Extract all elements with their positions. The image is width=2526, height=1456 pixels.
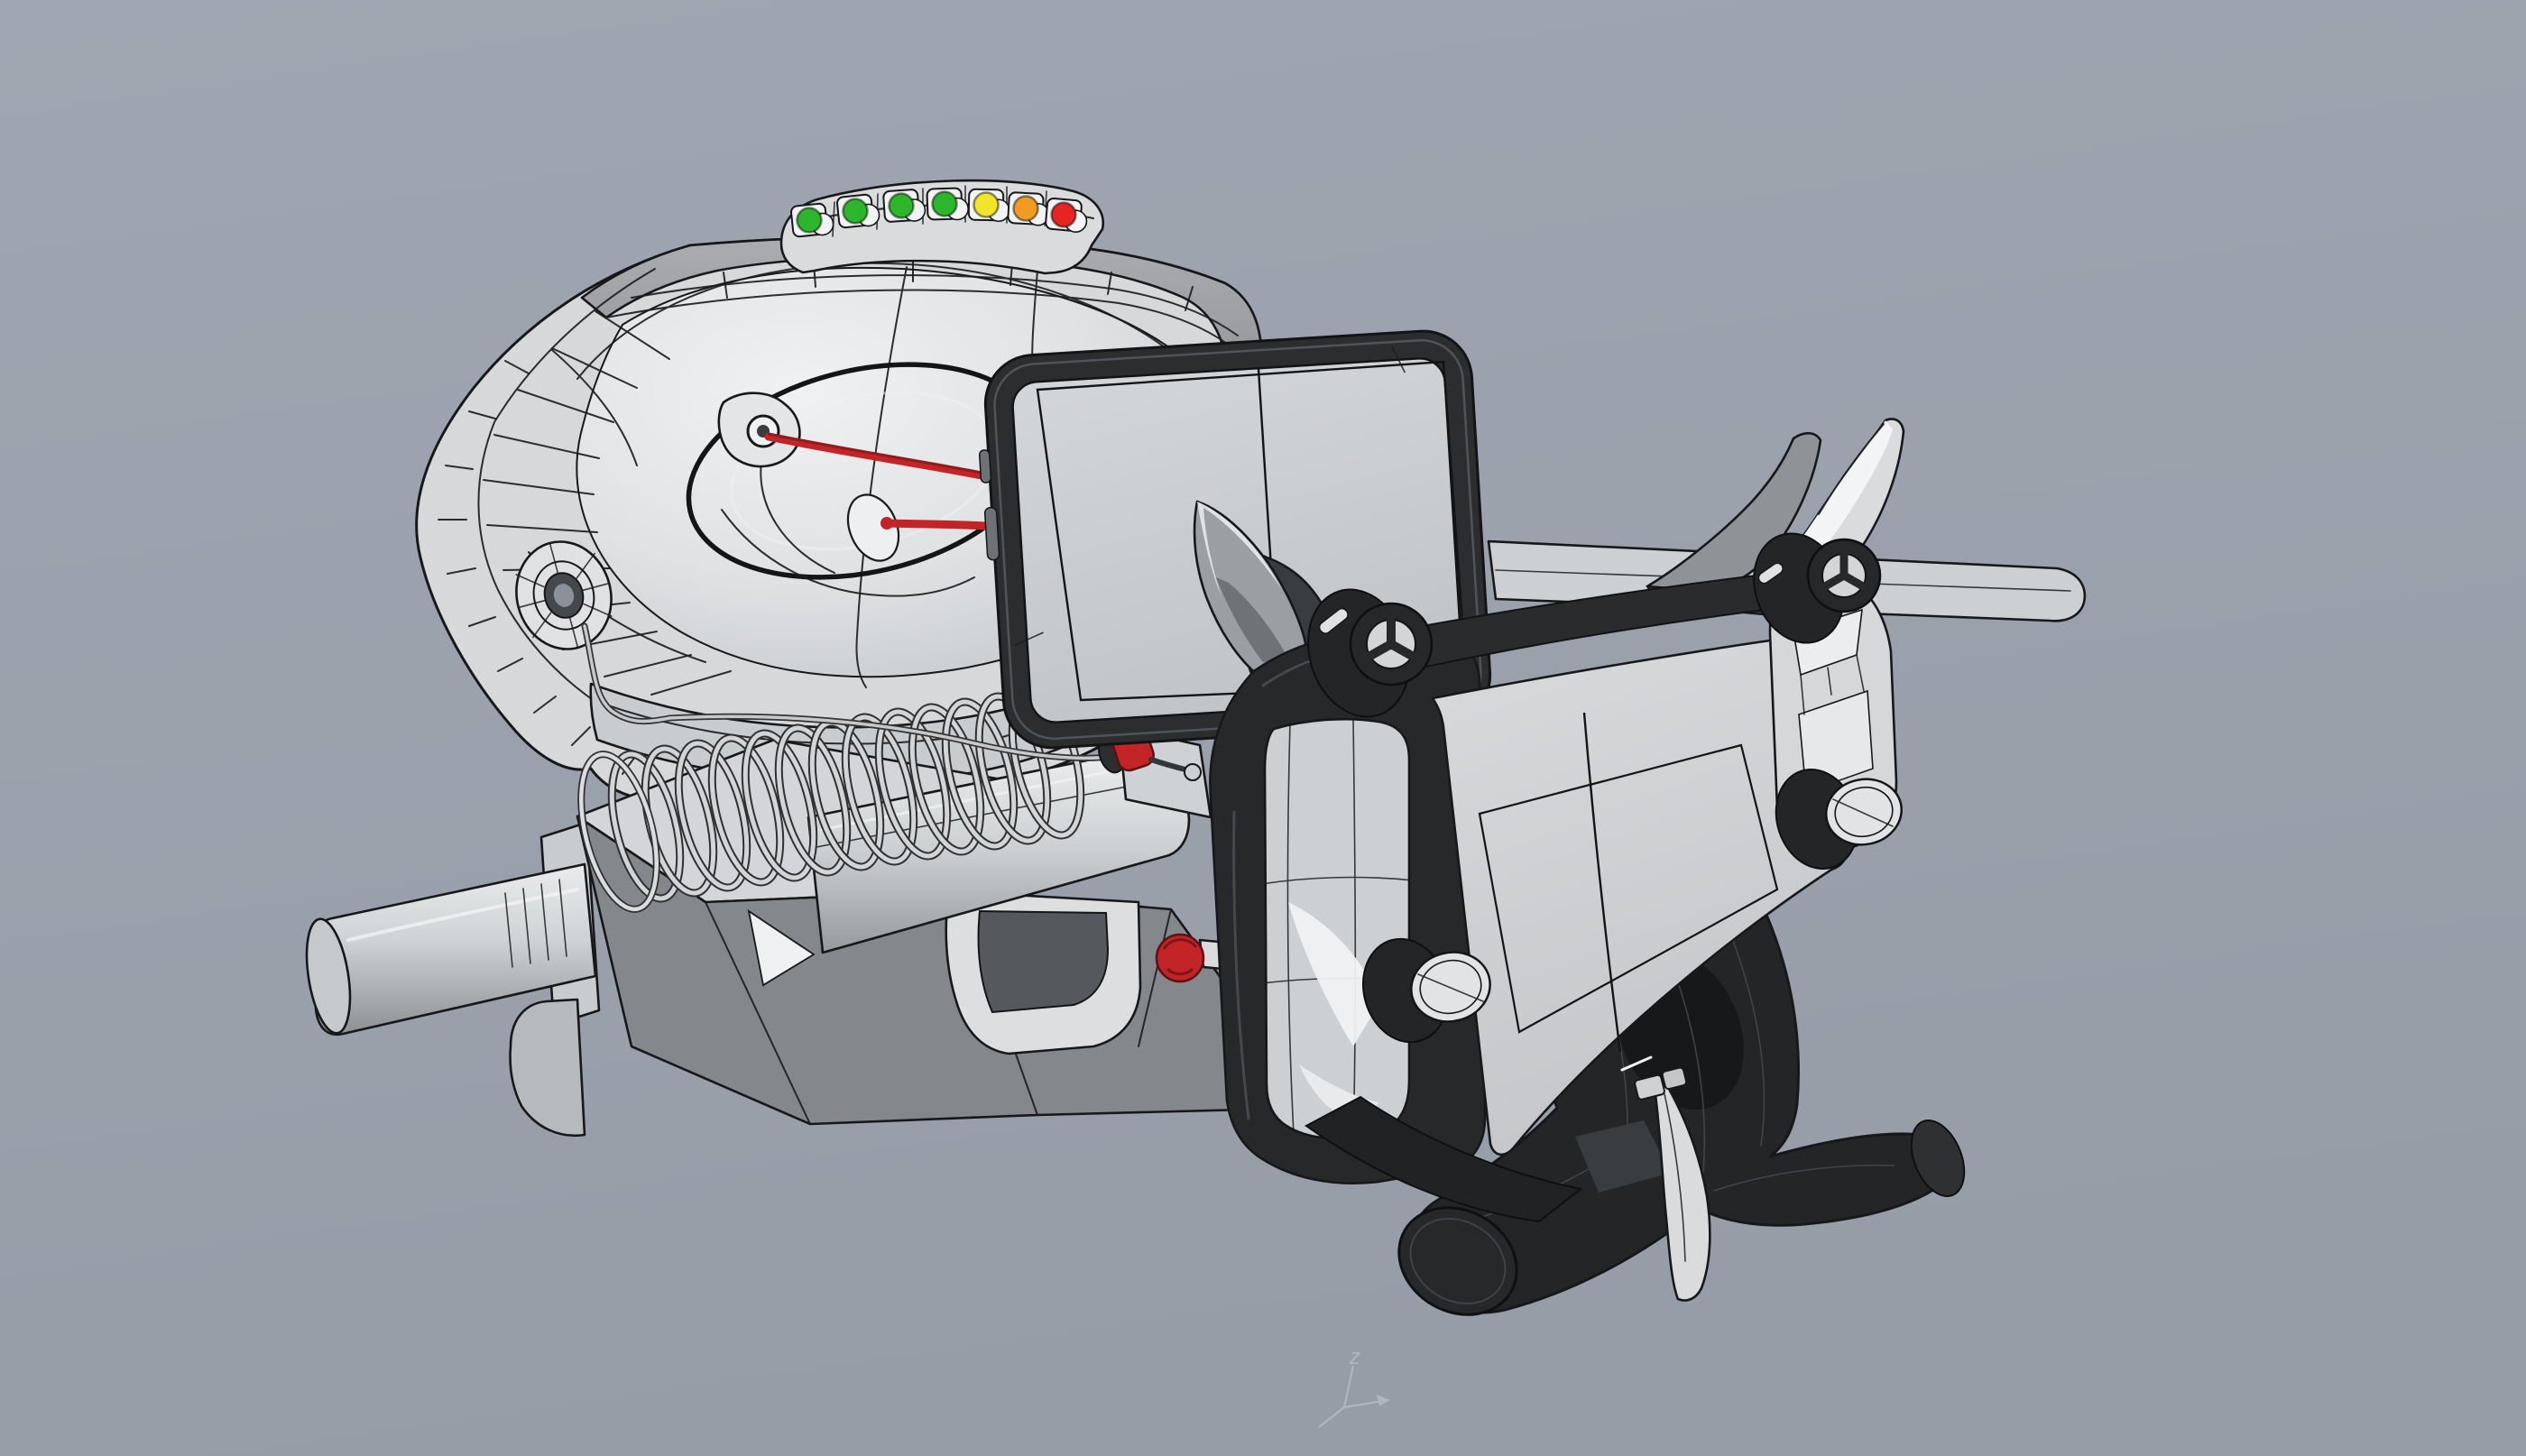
red-cable-lower-tip [880,517,893,530]
bracket-highlight-wedge [747,909,816,987]
pedestal-wireframe [1479,937,1895,1219]
axis-arrowhead [1377,1395,1389,1406]
wireframe-rim-ticks [438,360,681,795]
cap-bottom-right [1775,769,1904,870]
front-fin-facet-line [1818,423,1885,515]
pedestal-gray-facet [1575,1120,1671,1193]
wireframe-band-ticks [723,259,1194,311]
tri-spoke-knob-top-right [1753,532,1882,644]
led-yellow [973,191,1000,218]
tri-spoke-knob-top-left [1307,588,1434,718]
axis-triad: z [1318,1345,1390,1428]
cap-bottom-left [1361,937,1491,1044]
right-pod-links [1800,654,1865,715]
led-red [1050,201,1077,228]
left-fin-facet [1216,577,1288,662]
support-rod [305,862,597,1037]
left-pod-highlight-1 [1288,902,1380,1046]
right-pod-bowtie-2 [1798,689,1874,794]
led-green-4 [931,190,958,217]
right-grip-tip [1910,1120,1966,1197]
led-green-2 [842,198,869,225]
bracket-foot-flange [509,998,586,1138]
led-orange [1012,195,1039,222]
red-cable-lower [881,519,990,530]
panel-divider [1582,712,1622,1053]
led-green-1 [796,207,823,234]
grommet [515,540,613,650]
panel-face [1431,633,1849,1157]
led-lights [796,190,1077,234]
left-pod [1258,715,1415,1146]
led-green-3 [888,192,915,219]
red-cable-upper [764,432,991,481]
side-button-1 [978,449,992,484]
panel-inner-outline [1478,743,1779,1034]
red-cable-upper-core [767,432,988,475]
corner-hardware [1307,532,1904,1044]
side-button-2 [983,506,1000,561]
clamp-band [1620,1055,1711,1302]
led-strip [779,179,1105,275]
axis-z-label: z [1349,1345,1360,1369]
left-grip-endcap-rim [1409,1218,1507,1304]
bracket-cradle-slot [977,909,1110,1014]
clamp-strap [1304,1095,1583,1223]
band-buckle [1634,1066,1688,1101]
cable-pad [846,493,900,562]
signal-wire [583,624,1119,760]
left-pod-wireframe [1260,717,1414,1143]
